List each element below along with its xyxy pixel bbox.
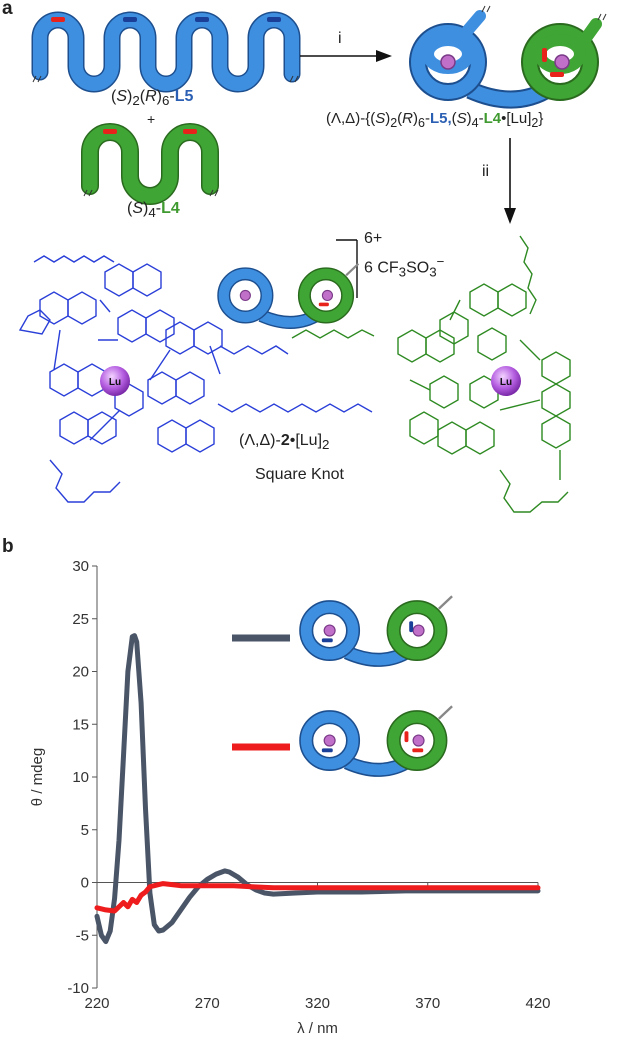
step-ii-label: ii	[482, 163, 490, 180]
complex-knot-top	[409, 5, 607, 109]
y-tick-label: 20	[72, 664, 89, 681]
y-tick-label: 15	[72, 716, 89, 733]
lu-ion-left	[100, 366, 130, 396]
series-line-2	[94, 881, 541, 914]
panel-a-label: a	[2, 0, 13, 19]
ligand-l5-strand	[31, 11, 301, 93]
ligand-l5-label: (S)2(R)6-L5	[111, 88, 194, 109]
ligand-l4-label: (S)4-L4	[127, 200, 180, 221]
y-axis-label: θ / mdeg	[29, 748, 46, 806]
legend-knot-icon-2	[299, 705, 453, 777]
x-tick-label: 220	[84, 995, 109, 1012]
y-tick-label: 5	[81, 822, 89, 839]
arrow-step-ii	[504, 138, 516, 224]
x-tick-label: 320	[305, 995, 330, 1012]
legend-knot-icon-1	[299, 595, 453, 667]
y-tick-label: 0	[81, 875, 89, 892]
lu-label-right: Lu	[500, 377, 512, 388]
panel-b-label: b	[2, 536, 14, 557]
y-tick-label: -10	[67, 980, 89, 997]
complex-knot-icon-middle	[217, 262, 360, 329]
x-tick-label: 370	[415, 995, 440, 1012]
complex-label: (Λ,Δ)-{(S)2(R)6-L5,(S)4-L4•[Lu]2}	[326, 110, 544, 130]
ligand-l4-strand	[81, 123, 219, 205]
lu-label-left: Lu	[109, 377, 121, 388]
square-knot-structure	[18, 235, 571, 513]
step-i-label: i	[338, 30, 342, 47]
arrow-step-i	[300, 50, 392, 62]
y-tick-label: -5	[76, 927, 89, 944]
y-tick-label: 30	[72, 558, 89, 575]
charge-bracket	[336, 239, 358, 298]
series-line-1	[94, 633, 541, 945]
x-axis-label: λ / nm	[297, 1020, 338, 1037]
charge-label: 6+	[364, 230, 383, 247]
y-tick-label: 10	[72, 769, 89, 786]
panel-a-artwork: Lu Lu	[18, 5, 607, 513]
x-tick-label: 270	[195, 995, 220, 1012]
product-label: (Λ,Δ)-2•[Lu]2	[239, 432, 330, 453]
y-tick-label: 25	[72, 611, 89, 628]
lu-ion-right	[491, 366, 521, 396]
counterion-label: 6 CF3SO3−	[364, 254, 445, 280]
plus-sign: +	[147, 111, 156, 127]
x-tick-label: 420	[525, 995, 550, 1012]
product-name: Square Knot	[255, 466, 344, 483]
